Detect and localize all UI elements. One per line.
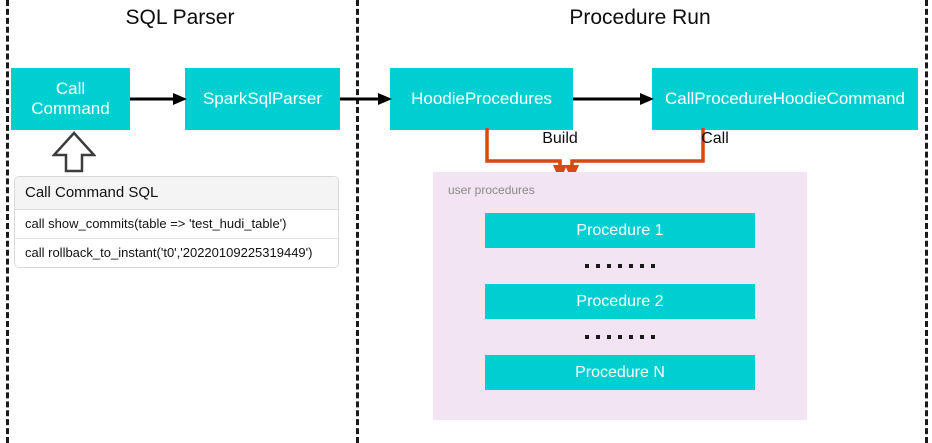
- divider-dashed-middle: [356, 0, 359, 443]
- node-call-procedure-hoodie-command[interactable]: CallProcedureHoodieCommand: [652, 68, 918, 130]
- node-procedure-n[interactable]: Procedure N: [485, 355, 755, 390]
- node-procedure-1[interactable]: Procedure 1: [485, 213, 755, 248]
- connector-label-call: Call: [701, 130, 729, 147]
- divider-dashed-left: [6, 0, 9, 443]
- connector-label-build: Build: [542, 130, 578, 147]
- node-call-command-line1: Call: [55, 79, 86, 99]
- ellipsis-dots: [485, 327, 755, 347]
- arrow-hoodie-procedures-to-call-procedure-hoodie-command: [573, 93, 654, 105]
- user-procedures-label: user procedures: [448, 183, 535, 197]
- arrow-spark-sql-parser-to-hoodie-procedures: [340, 93, 392, 105]
- section-title-sql-parser: SQL Parser: [125, 6, 235, 29]
- arrow-up-sql-to-call-command: [52, 131, 96, 173]
- call-command-sql-row[interactable]: call rollback_to_instant('t0','202201092…: [15, 239, 338, 267]
- node-call-command[interactable]: Call Command: [11, 68, 130, 130]
- call-command-sql-row[interactable]: call show_commits(table => 'test_hudi_ta…: [15, 210, 338, 239]
- node-spark-sql-parser[interactable]: SparkSqlParser: [185, 68, 340, 130]
- user-procedures-panel: user procedures Procedure 1 Procedure 2 …: [433, 172, 807, 420]
- call-command-sql-card: Call Command SQL call show_commits(table…: [14, 176, 339, 268]
- ellipsis-dots: [485, 256, 755, 276]
- arrow-call-command-to-spark-sql-parser: [130, 93, 187, 105]
- divider-dashed-right: [925, 0, 928, 443]
- node-call-command-line2: Command: [31, 99, 110, 118]
- node-procedure-2[interactable]: Procedure 2: [485, 284, 755, 319]
- node-hoodie-procedures[interactable]: HoodieProcedures: [390, 68, 573, 130]
- call-command-sql-card-header: Call Command SQL: [15, 177, 338, 210]
- section-title-procedure-run: Procedure Run: [569, 6, 711, 29]
